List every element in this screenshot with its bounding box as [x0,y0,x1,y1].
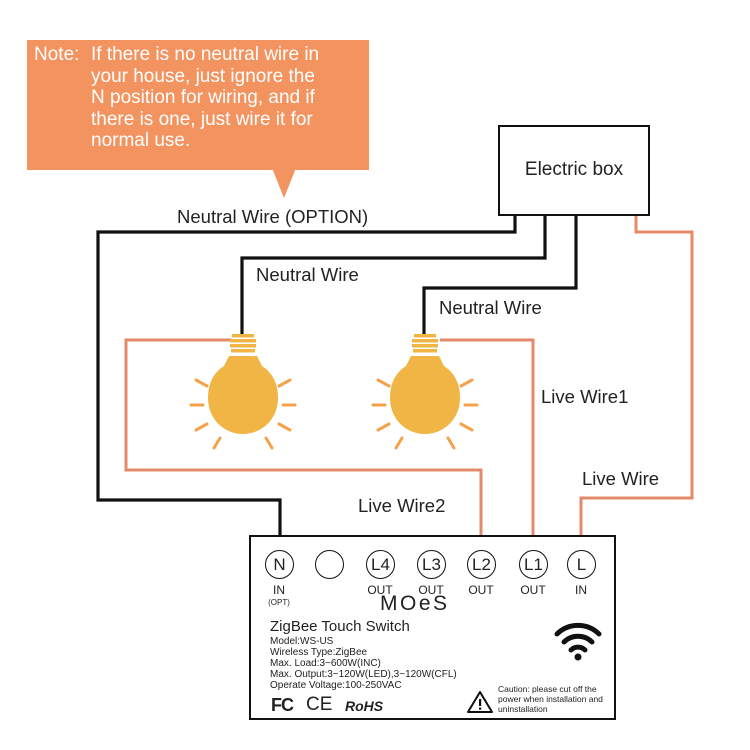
wifi-icon [554,622,602,661]
spec-wireless: Wireless Type:ZigBee [270,647,368,658]
neutral-wire-option [96,216,517,548]
note-line: If there is no neutral wire in [91,44,320,65]
brand-logo: MOeS [380,592,450,615]
live-wire-2 [124,338,483,550]
terminal-n-sub: IN [273,583,285,597]
note-line: there is one, just wire it for [91,108,313,130]
terminal-l2: L2 [467,550,496,579]
fc-mark: FC [271,695,294,715]
terminal-l3: L3 [417,550,446,579]
electric-box-label: Electric box [524,159,624,180]
note-line: N position for wiring, and if [91,87,315,108]
note-text: If there is no neutral wire in your hous… [91,44,366,152]
caution-text: Caution: please cut off the power when i… [498,684,603,714]
terminal-l1-sub: OUT [520,583,546,597]
note-callout-tail [272,168,296,198]
terminal-n: N [265,550,294,579]
neutral-wire-right [422,216,578,334]
neutral-wire-left [240,216,547,334]
rohs-mark: RoHS [345,698,384,714]
label-neutral-wire-right: Neutral Wire [439,297,542,318]
note-label: Note: [34,44,80,65]
terminal-l-sub: IN [575,583,587,597]
terminal-n-opt: (OPT) [268,598,290,607]
spec-max-load: Max. Load:3~600W(INC) [270,658,381,669]
terminal-l4-sub: OUT [367,583,393,597]
label-live-wire: Live Wire [582,468,660,489]
spec-voltage: Operate Voltage:100-250VAC [270,680,402,691]
note-line: normal use. [91,130,191,151]
label-neutral-wire-option: Neutral Wire (OPTION) [177,206,369,227]
terminal-l3-sub: OUT [418,583,444,597]
note-callout [27,40,369,170]
bulb-right [371,334,479,450]
live-wire-1 [440,338,535,550]
electric-box: Electric box [498,125,650,216]
terminal-l4: L4 [366,550,395,579]
device-title: ZigBee Touch Switch [270,618,410,635]
spec-model: Model:WS-US [270,636,334,647]
terminal-l2-sub: OUT [468,583,494,597]
live-wire [579,216,694,550]
label-live-wire-2: Live Wire2 [358,495,446,516]
spec-max-output: Max. Output:3~120W(LED),3~120W(CFL) [270,669,457,680]
label-live-wire-1: Live Wire1 [541,386,629,407]
terminal-l1: L1 [519,550,548,579]
terminal-l: L [567,550,596,579]
note-line: your house, just ignore the [91,65,315,87]
bulb-left [189,334,297,450]
label-neutral-wire-left: Neutral Wire [256,264,359,285]
ce-mark: CE [306,694,333,715]
warning-icon [467,691,493,713]
terminal-empty [315,550,344,579]
